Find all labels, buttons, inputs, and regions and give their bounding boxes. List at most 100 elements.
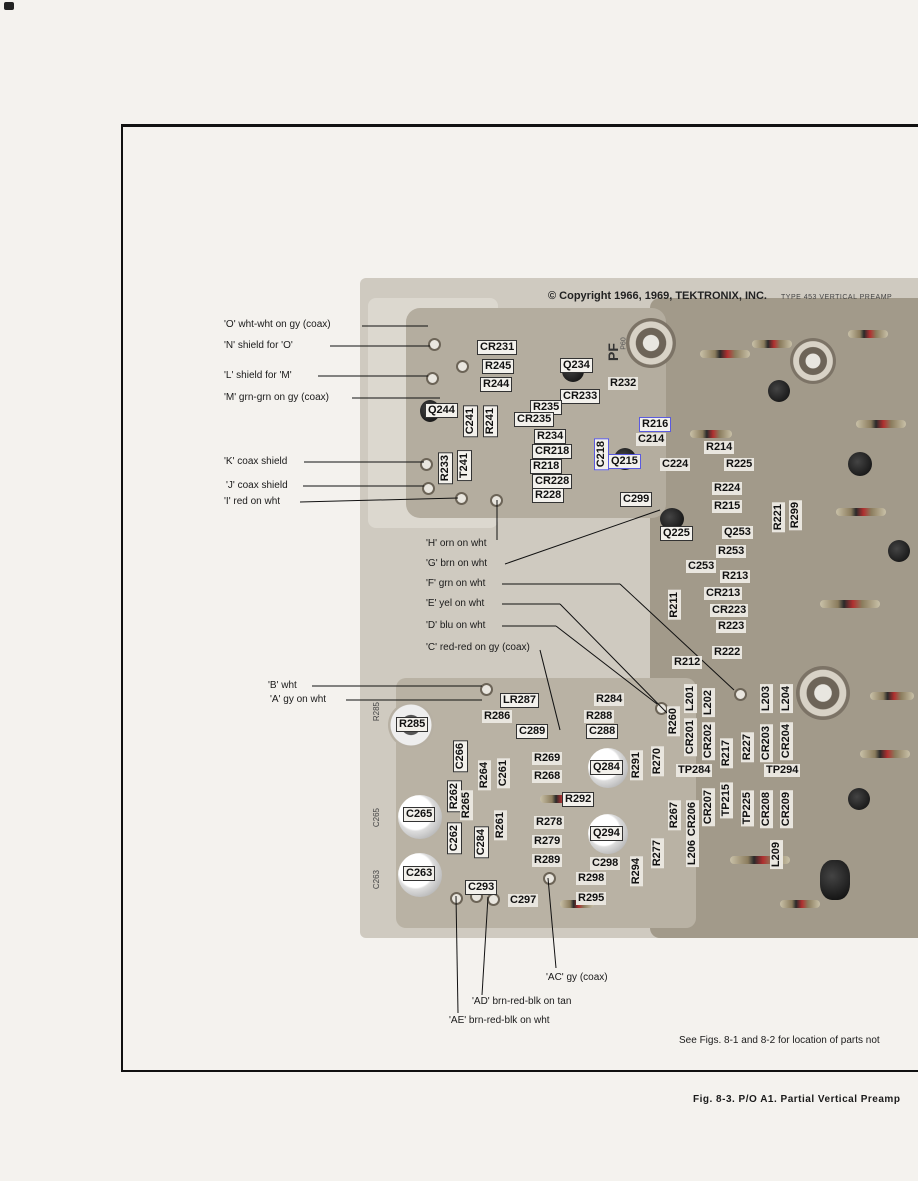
part-label: R288: [584, 710, 615, 723]
part-label: C289: [516, 724, 549, 739]
terminal-pad: [543, 872, 556, 885]
part-label: L204: [780, 684, 793, 714]
part-label: R270: [651, 746, 664, 777]
part-label: Q244: [425, 403, 458, 418]
part-label: R277: [651, 838, 664, 869]
part-label: R284: [594, 693, 625, 706]
resistor: [860, 750, 910, 758]
part-label: R225: [724, 458, 755, 471]
callout-F: 'F' grn on wht: [426, 578, 486, 589]
part-label: Q294: [590, 826, 623, 841]
callout-AC: 'AC' gy (coax): [546, 972, 608, 983]
part-label: R215: [712, 500, 743, 513]
part-label: C261: [497, 758, 510, 789]
callout-M: 'M' grn-grn on gy (coax): [224, 392, 329, 403]
callout-G: 'G' brn on wht: [426, 558, 488, 569]
callout-E: 'E' yel on wht: [426, 598, 485, 609]
part-label: CR204: [780, 722, 793, 761]
part-label: R269: [532, 752, 563, 765]
part-label: L209: [770, 840, 783, 870]
callout-K: 'K' coax shield: [224, 456, 288, 467]
figure-frame: [121, 124, 918, 1072]
part-label: C262: [447, 822, 462, 855]
resistor: [848, 330, 888, 338]
part-label: L201: [684, 684, 697, 714]
part-label: CR223: [710, 604, 749, 617]
part-label: R279: [532, 835, 563, 848]
part-label: CR235: [514, 412, 555, 427]
part-label: R285: [396, 717, 429, 732]
part-label: CR202: [702, 722, 715, 761]
callout-H: 'H' orn on wht: [426, 538, 487, 549]
part-label: Q225: [660, 526, 693, 541]
part-label: C298: [590, 857, 621, 870]
terminal-pad: [426, 372, 439, 385]
part-label: TP284: [676, 764, 713, 777]
part-label: C299: [620, 492, 653, 507]
part-label: CR233: [560, 389, 601, 404]
callout-I: 'I' red on wht: [224, 496, 281, 507]
part-label: R211: [668, 590, 681, 620]
part-label: C224: [660, 458, 691, 471]
callout-AE: 'AE' brn-red-blk on wht: [449, 1015, 550, 1026]
part-label: R268: [532, 770, 563, 783]
part-label: R224: [712, 482, 743, 495]
part-label: C214: [636, 433, 667, 446]
resistor: [700, 350, 750, 358]
corner-mark: [4, 2, 14, 10]
callout-J: 'J' coax shield: [226, 480, 288, 491]
part-label: T241: [457, 450, 472, 482]
part-label: CR207: [702, 788, 715, 827]
part-label: R265: [460, 790, 473, 821]
callout-A: 'A' gy on wht: [270, 694, 327, 705]
part-label: R292: [562, 792, 595, 807]
transistor-right-1: [848, 452, 872, 476]
part-label: TP225: [741, 790, 754, 827]
part-label: CR228: [532, 474, 573, 489]
terminal-pad: [422, 482, 435, 495]
terminal-pad: [456, 360, 469, 373]
part-label: R212: [672, 656, 703, 669]
part-label: R241: [483, 405, 498, 438]
part-label: R294: [630, 856, 643, 887]
part-label: R278: [534, 816, 565, 829]
figure-caption: Fig. 8-3. P/O A1. Partial Vertical Pream…: [693, 1094, 901, 1105]
resistor: [752, 340, 792, 348]
part-label: R299: [789, 500, 802, 531]
part-label: R286: [482, 710, 513, 723]
q225-transistor: [660, 508, 684, 530]
part-label: R298: [576, 872, 607, 885]
part-label: R214: [704, 441, 735, 454]
part-label: R264: [478, 760, 491, 791]
part-label: R227: [741, 732, 754, 763]
callout-AD: 'AD' brn-red-blk on tan: [472, 996, 572, 1007]
terminal-pad: [428, 338, 441, 351]
part-label: R260: [667, 706, 680, 737]
part-label: R216: [639, 417, 672, 432]
callout-C: 'C' red-red on gy (coax): [426, 642, 530, 653]
resistor: [690, 430, 732, 438]
part-label: R295: [576, 892, 607, 905]
part-label: L206: [686, 838, 699, 868]
part-label: C284: [474, 826, 489, 859]
part-label: C263: [403, 866, 436, 881]
part-label: TP294: [764, 764, 801, 777]
rotary-switch-bottom: [796, 666, 850, 720]
part-label: R245: [482, 359, 515, 374]
transistor-right-2: [888, 540, 910, 562]
part-label: TP215: [720, 782, 733, 819]
part-label: R291: [630, 750, 643, 781]
part-label: Q234: [560, 358, 593, 373]
terminal-pad: [420, 458, 433, 471]
terminal-pad: [480, 683, 493, 696]
resistor: [856, 420, 906, 428]
rotary-switch-top-left: [626, 318, 676, 368]
part-label: R222: [712, 646, 743, 659]
part-label: R244: [480, 377, 513, 392]
rotary-switch-top-right: [790, 338, 836, 384]
part-label: R217: [720, 738, 733, 769]
callout-O: 'O' wht-wht on gy (coax): [224, 319, 331, 330]
inductor-coil: [820, 860, 850, 900]
footer-note: See Figs. 8-1 and 8-2 for location of pa…: [679, 1035, 880, 1046]
